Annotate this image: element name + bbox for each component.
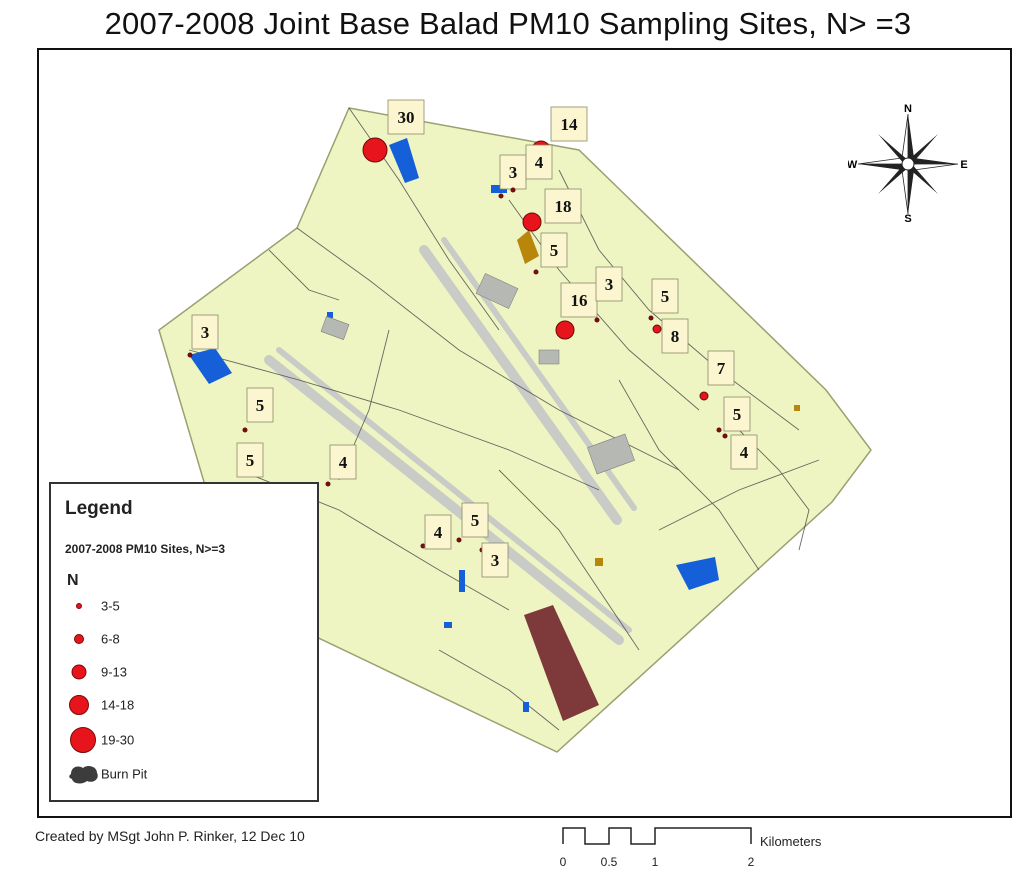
legend-subtitle: 2007-2008 PM10 Sites, N>=3 (65, 542, 226, 556)
site-label-box (191, 314, 219, 350)
site-symbol-icon (71, 664, 87, 680)
sampling-site-marker[interactable] (498, 193, 504, 199)
site-label-box (481, 542, 509, 578)
legend-class-label: 19-30 (101, 732, 135, 748)
site-label: 30 (398, 108, 415, 127)
site-label-box (707, 350, 735, 386)
site-label-box (246, 387, 274, 423)
scale-tick: 0.5 (601, 855, 618, 869)
legend-title: Legend (65, 498, 133, 519)
site-label-box (540, 232, 568, 268)
sampling-site-marker[interactable] (187, 352, 193, 358)
site-label-box (723, 396, 751, 432)
sampling-site-marker[interactable] (420, 543, 426, 549)
sampling-site-marker[interactable] (648, 315, 654, 321)
site-label: 3 (509, 163, 518, 182)
sampling-site-marker[interactable] (456, 537, 462, 543)
sampling-site-marker[interactable] (716, 427, 722, 433)
compass-w: W (848, 159, 858, 171)
site-label-box (424, 514, 452, 550)
legend-class-label: 3-5 (101, 598, 120, 614)
site-label-box (387, 99, 425, 135)
site-label: 3 (201, 323, 210, 342)
site-symbol-icon (69, 695, 89, 715)
site-label: 5 (661, 287, 670, 306)
legend-field: N (67, 572, 79, 589)
brown-features (517, 230, 800, 566)
map-title: 2007-2008 Joint Base Balad PM10 Sampling… (104, 6, 912, 41)
sampling-site-marker[interactable] (555, 320, 575, 340)
legend-class-row: 3-5 (65, 592, 305, 620)
site-label-box (595, 266, 623, 302)
compass-star-icon (857, 113, 959, 215)
burn-pit-area (524, 605, 599, 721)
site-label-box (550, 106, 588, 142)
legend-class-label: 14-18 (101, 697, 135, 713)
site-label: 5 (550, 241, 559, 260)
water-bodies (189, 138, 719, 712)
sampling-site-marker[interactable] (522, 212, 542, 232)
site-label-box (730, 434, 758, 470)
site-symbol-icon (76, 603, 82, 609)
sampling-site-marker[interactable] (594, 317, 600, 323)
sampling-site-marker[interactable] (362, 137, 388, 163)
burn-pit-icon (69, 765, 98, 784)
sampling-site-marker[interactable] (722, 433, 728, 439)
buildings (320, 273, 635, 475)
legend-class-row: 9-13 (65, 658, 305, 686)
site-label: 8 (671, 327, 680, 346)
site-label: 5 (733, 405, 742, 424)
legend-burn-pit-row: Burn Pit (65, 760, 305, 788)
sampling-site-marker[interactable] (510, 187, 516, 193)
site-symbol-icon (70, 727, 96, 753)
compass-n: N (904, 104, 912, 115)
sampling-site-marker[interactable] (325, 481, 331, 487)
scale-unit: Kilometers (760, 834, 822, 849)
site-label-box (661, 318, 689, 354)
site-label: 5 (471, 511, 480, 530)
scale-tick: 1 (652, 855, 659, 869)
compass-e: E (960, 159, 967, 171)
sampling-site-marker[interactable] (652, 324, 662, 334)
site-label: 3 (491, 551, 500, 570)
compass-rose: N S W E (847, 103, 968, 225)
scale-tick: 0 (560, 855, 567, 869)
scale-tick: 2 (748, 855, 755, 869)
site-symbol-icon (74, 634, 84, 644)
site-label: 14 (561, 115, 579, 134)
site-label: 5 (246, 451, 255, 470)
site-label: 18 (555, 197, 572, 216)
legend-class-row: 19-30 (65, 726, 305, 754)
legend-class-label: 9-13 (101, 664, 128, 680)
site-label: 4 (434, 523, 443, 542)
site-label-box (560, 282, 598, 318)
legend-panel: Legend 2007-2008 PM10 Sites, N>=3 N 3-5 … (49, 482, 319, 802)
site-label: 4 (339, 453, 348, 472)
site-label: 3 (605, 275, 614, 294)
legend-class-row: 6-8 (65, 625, 305, 653)
site-label: 5 (256, 396, 265, 415)
site-label-box (651, 278, 679, 314)
sampling-site-marker[interactable] (533, 269, 539, 275)
site-label-box (525, 144, 553, 180)
sampling-site-marker[interactable] (699, 391, 709, 401)
site-label: 4 (740, 443, 749, 462)
site-label-box (544, 188, 582, 224)
sampling-site-marker[interactable] (242, 427, 248, 433)
site-label: 16 (571, 291, 588, 310)
site-label-box (329, 444, 357, 480)
scale-bar: Kilometers 0 0.5 1 2 (555, 822, 865, 872)
map-credit: Created by MSgt John P. Rinker, 12 Dec 1… (35, 828, 305, 844)
legend-class-label: 6-8 (101, 631, 120, 647)
legend-class-row: 14-18 (65, 691, 305, 719)
compass-s: S (904, 213, 911, 224)
site-label-box (461, 502, 489, 538)
legend-burn-pit-label: Burn Pit (101, 766, 148, 782)
site-label: 4 (535, 153, 544, 172)
site-label: 7 (717, 359, 726, 378)
base-area (158, 107, 872, 753)
site-label-box (236, 442, 264, 478)
